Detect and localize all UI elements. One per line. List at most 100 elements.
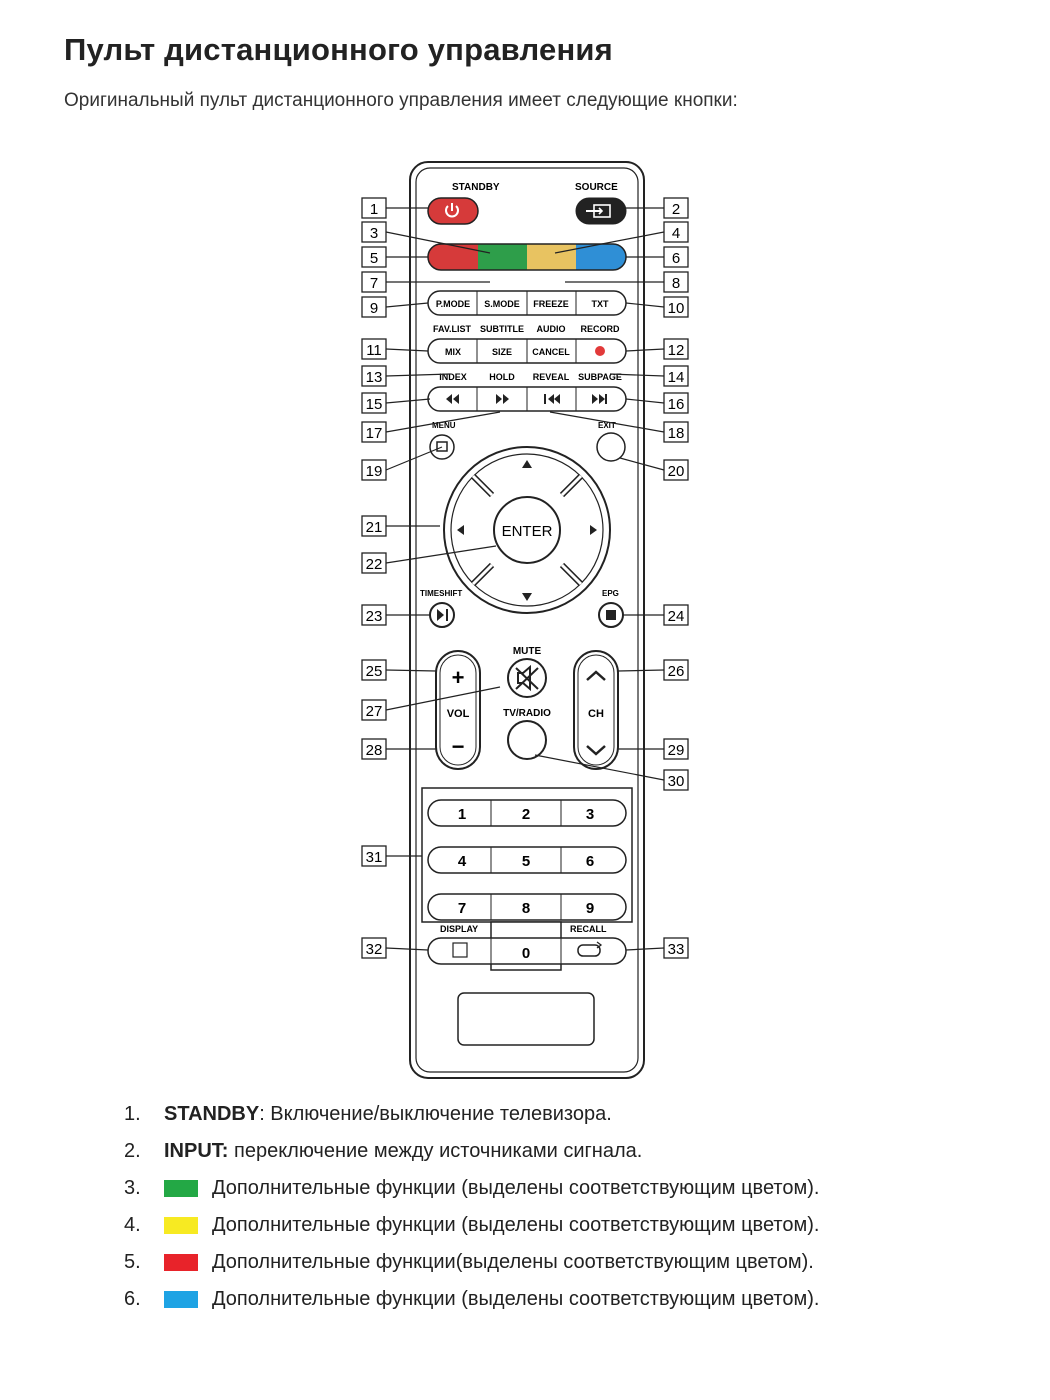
- mute-label: MUTE: [513, 646, 542, 657]
- callout-number: 13: [366, 369, 383, 386]
- menu-icon: [436, 441, 448, 452]
- callout-number: 2: [672, 201, 680, 218]
- tv-radio-label: TV/RADIO: [503, 708, 551, 719]
- next-icon: [592, 394, 607, 404]
- callout-leader: [385, 545, 497, 564]
- callout-numbers: 1357911131517192122232527283132246810121…: [361, 197, 689, 959]
- mute-icon: [515, 664, 539, 692]
- callout-number: 5: [370, 250, 378, 267]
- legend-number: 4.: [124, 1214, 141, 1236]
- transport-row[interactable]: [427, 386, 627, 412]
- intro-text: Оригинальный пульт дистанционного управл…: [64, 90, 738, 111]
- exit-button[interactable]: [596, 432, 626, 462]
- volume-down-icon: −: [452, 734, 465, 759]
- callout-leader: [385, 446, 443, 471]
- mix-button: MIX: [445, 347, 461, 357]
- callout-number: 33: [668, 941, 685, 958]
- legend-number: 1.: [124, 1103, 141, 1125]
- digit-1-button[interactable]: 1: [458, 806, 466, 823]
- callout-number: 3: [370, 225, 378, 242]
- play-pause-icon: [437, 609, 448, 621]
- menu-label: MENU: [432, 421, 456, 430]
- digit-8-button[interactable]: 8: [522, 900, 530, 917]
- subpage-label: SUBPAGE: [578, 372, 622, 382]
- digit-9-button[interactable]: 9: [586, 900, 594, 917]
- callout-number: 25: [366, 663, 383, 680]
- previous-icon: [544, 394, 560, 404]
- callout-number: 29: [668, 742, 685, 759]
- callout-number: 27: [366, 703, 383, 720]
- callout-number: 31: [366, 849, 383, 866]
- color-buttons[interactable]: [427, 243, 627, 271]
- stop-icon: [606, 610, 616, 620]
- s-mode-button: S.MODE: [484, 299, 520, 309]
- audio-label: AUDIO: [537, 324, 566, 334]
- record-label: RECORD: [580, 324, 620, 334]
- p-mode-button: P.MODE: [436, 299, 470, 309]
- input-icon: [586, 204, 611, 218]
- legend-number: 6.: [124, 1288, 141, 1310]
- mode-row[interactable]: P.MODE S.MODE FREEZE TXT: [427, 290, 627, 316]
- mute-button[interactable]: [507, 658, 547, 698]
- digit-5-button[interactable]: 5: [522, 853, 530, 870]
- callout-number: 6: [672, 250, 680, 267]
- standby-button[interactable]: [427, 197, 479, 225]
- tv-radio-button[interactable]: [507, 720, 547, 760]
- epg-button[interactable]: [598, 602, 624, 628]
- number-pad[interactable]: 1 2 3 4 5 6 7 8 9: [427, 799, 627, 921]
- fav-list-label: FAV.LIST: [433, 324, 472, 334]
- standby-label: STANDBY: [452, 182, 500, 193]
- size-button: SIZE: [492, 347, 512, 357]
- timeshift-button[interactable]: [429, 602, 455, 628]
- digit-6-button[interactable]: 6: [586, 853, 594, 870]
- callout-number: 9: [370, 300, 378, 317]
- callout-leader: [625, 348, 665, 352]
- digit-4-button[interactable]: 4: [458, 853, 467, 870]
- source-button[interactable]: [575, 197, 627, 225]
- callout-leader: [617, 669, 665, 672]
- navigation-pad[interactable]: ENTER: [443, 446, 611, 614]
- source-label: SOURCE: [575, 182, 618, 193]
- ch-label: CH: [588, 708, 604, 720]
- fast-forward-icon: [496, 394, 509, 404]
- callout-number: 16: [668, 396, 685, 413]
- timeshift-label: TIMESHIFT: [420, 589, 462, 598]
- power-icon: [445, 203, 459, 218]
- reveal-label: REVEAL: [533, 372, 570, 382]
- ir-window: [457, 992, 595, 1046]
- channel-rocker[interactable]: CH: [573, 650, 619, 770]
- callout-number: 10: [668, 300, 685, 317]
- legend-text: Дополнительные функции (выделены соответ…: [212, 1288, 820, 1310]
- digit-2-button[interactable]: 2: [522, 806, 530, 823]
- callout-leader: [385, 373, 451, 377]
- callout-number: 26: [668, 663, 685, 680]
- callout-leader: [385, 686, 501, 711]
- display-icon: [452, 942, 468, 958]
- callout-number: 8: [672, 275, 680, 292]
- index-label: INDEX: [439, 372, 467, 382]
- record-icon: [595, 346, 605, 356]
- legend-number: 5.: [124, 1251, 141, 1273]
- green-button: [478, 244, 527, 270]
- callout-leader: [619, 457, 665, 471]
- callout-number: 20: [668, 463, 685, 480]
- cancel-button: CANCEL: [532, 347, 570, 357]
- channel-down-icon: [586, 745, 606, 756]
- legend-label: STANDBY: [164, 1103, 260, 1125]
- digit-3-button[interactable]: 3: [586, 806, 594, 823]
- page-title: Пульт дистанционного управления: [64, 32, 613, 67]
- display-recall-row[interactable]: 0: [427, 937, 627, 965]
- callout-leader: [385, 348, 429, 352]
- legend-list: 1.STANDBY: Включение/выключение телевизо…: [124, 1096, 819, 1318]
- callout-number: 30: [668, 773, 685, 790]
- legend-text: Дополнительные функции(выделены соответс…: [212, 1251, 814, 1273]
- volume-rocker[interactable]: + VOL −: [435, 650, 481, 770]
- callout-leader: [385, 302, 429, 308]
- callout-leader: [385, 947, 429, 951]
- digit-7-button[interactable]: 7: [458, 900, 466, 917]
- freeze-button: FREEZE: [533, 299, 569, 309]
- callout-number: 17: [366, 425, 383, 442]
- txt-button: TXT: [592, 299, 610, 309]
- channel-up-icon: [586, 670, 606, 681]
- mix-row[interactable]: MIX SIZE CANCEL: [427, 338, 627, 364]
